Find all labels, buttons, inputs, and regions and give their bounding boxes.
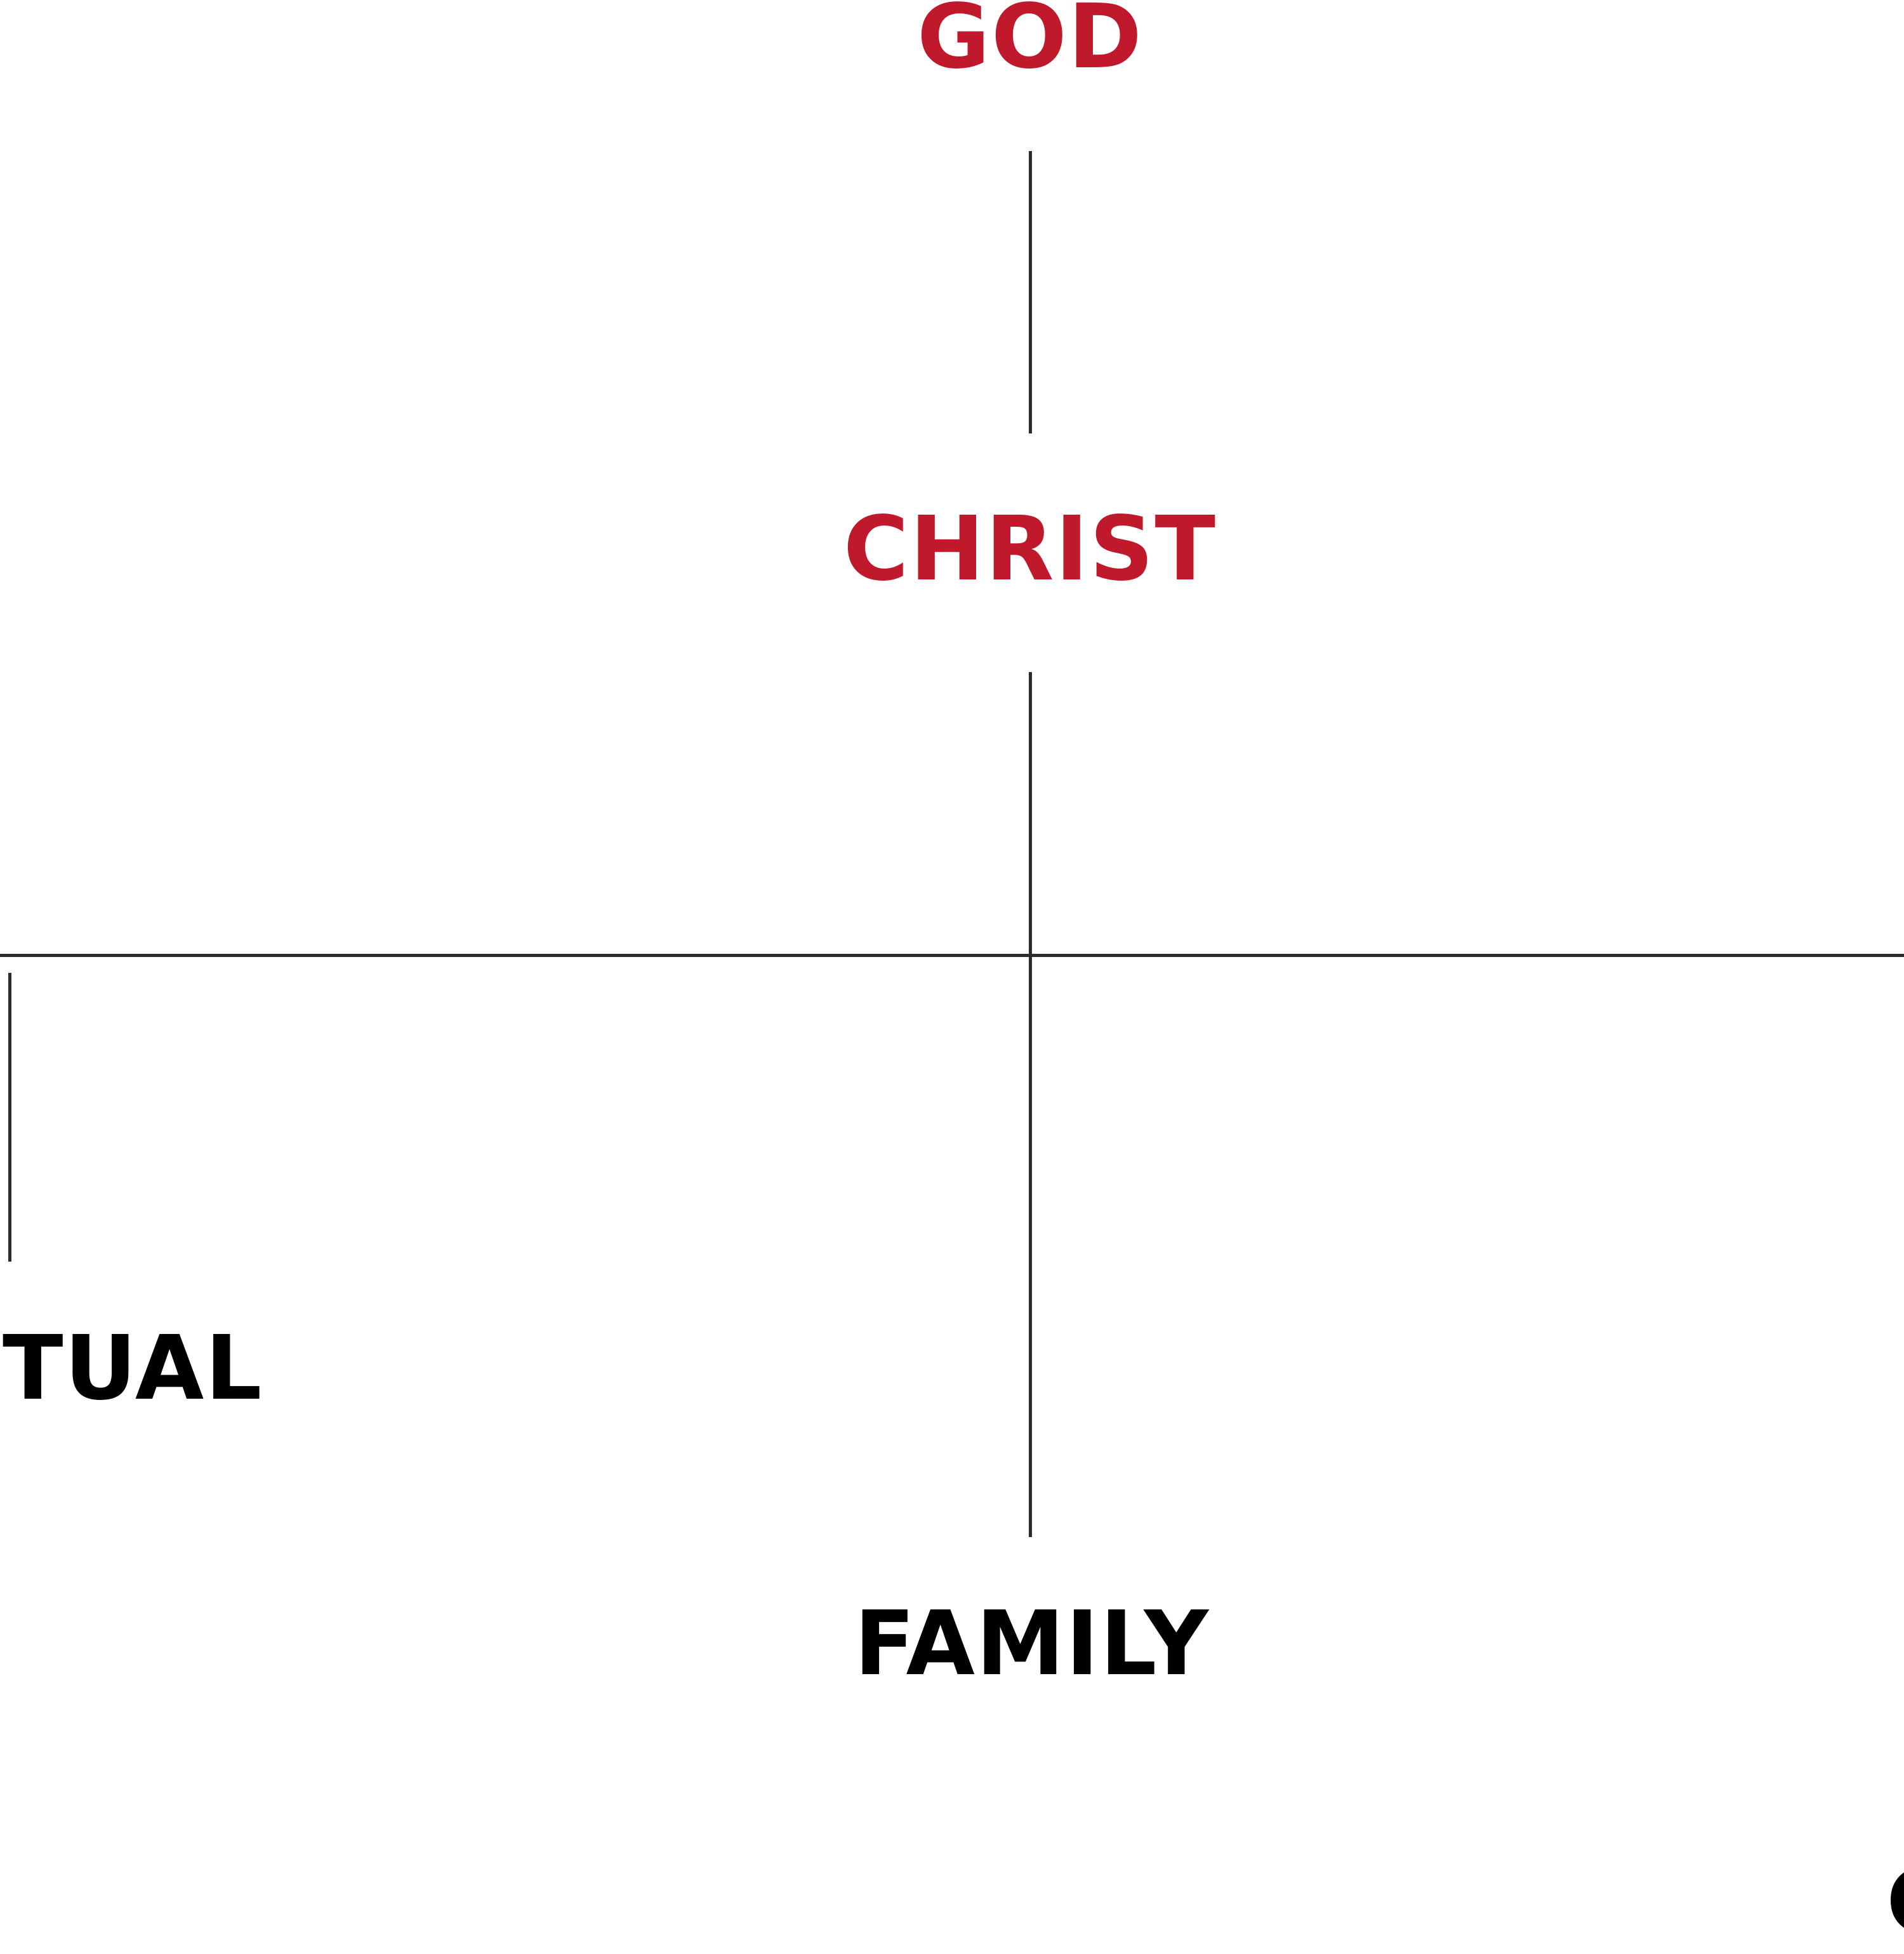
connector-christ-crossbar: [1029, 672, 1032, 958]
connector-crossbar-family: [1029, 956, 1032, 1537]
crossbar-line: [0, 954, 1904, 957]
node-god-label: GOD: [916, 0, 1144, 89]
connector-crossbar-left: [8, 973, 11, 1262]
node-bottom-right-partial-label: C: [1886, 1858, 1904, 1947]
node-family-label: FAMILY: [854, 1592, 1210, 1696]
node-christ-label: CHRIST: [843, 498, 1217, 601]
node-left-partial-label: TUAL: [3, 1317, 263, 1420]
connector-god-christ: [1029, 151, 1032, 433]
